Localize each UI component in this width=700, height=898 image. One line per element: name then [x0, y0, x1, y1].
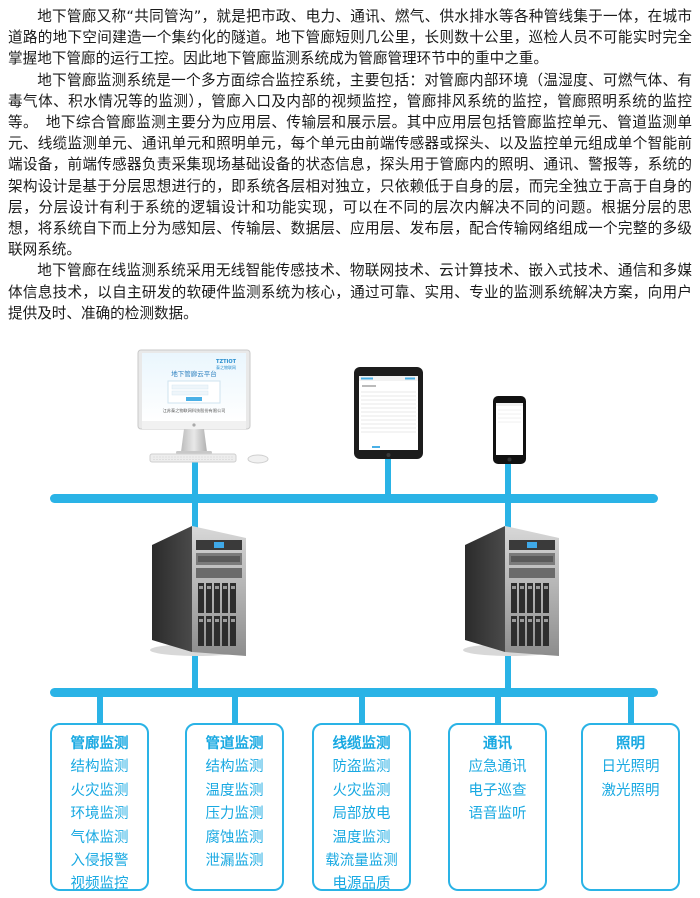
- category-item: 防盗监测: [332, 759, 391, 776]
- category-box-cable: 线缆监测 防盗监测 火灾监测 局部放电 温度监测 载流量监测 电源品质: [312, 723, 411, 892]
- category-item: 腐蚀监测: [205, 829, 264, 846]
- category-item: 视频监控: [70, 876, 129, 893]
- category-item: 火灾监测: [70, 782, 129, 799]
- category-item: 压力监测: [205, 806, 264, 823]
- category-box-pipe-gallery: 管廊监测 结构监测 火灾监测 环境监测 气体监测 入侵报警 视频监控: [50, 723, 149, 892]
- paragraph-1: 地下管廊又称“共同管沟”，就是把市政、电力、通讯、燃气、供水排水等各种管线集于一…: [8, 8, 692, 68]
- category-item: 温度监测: [332, 829, 391, 846]
- category-item: 激光照明: [601, 782, 660, 799]
- category-title: 线缆监测: [332, 736, 391, 752]
- keyboard-icon: [149, 453, 237, 463]
- tower-server-icon: [150, 526, 246, 656]
- category-title: 管廊监测: [70, 736, 129, 752]
- category-item: 日光照明: [601, 759, 660, 776]
- tower-server-icon: [463, 526, 559, 656]
- category-item: 气体监测: [70, 829, 129, 846]
- category-title: 通讯: [483, 736, 512, 752]
- screen-title: 地下管廊云平台: [171, 369, 217, 378]
- category-item: 应急通讯: [468, 759, 527, 776]
- category-title: 管道监测: [205, 736, 264, 752]
- network-bus-bottom: [50, 656, 658, 725]
- category-item: 局部放电: [332, 806, 391, 823]
- category-item: 语音监听: [468, 806, 527, 823]
- category-box-pipeline: 管道监测 结构监测 温度监测 压力监测 腐蚀监测 泄漏监测: [185, 723, 284, 891]
- paragraph-3: 地下管廊在线监测系统采用无线智能传感技术、物联网技术、云计算技术、嵌入式技术、通…: [8, 262, 692, 322]
- category-item: 泄漏监测: [205, 853, 264, 870]
- category-item: 结构监测: [70, 759, 129, 776]
- desktop-monitor-icon: TZTIOT 泰之物联网 地下管廊云平台 江苏泰之物联网科技股份有限公司: [137, 349, 251, 454]
- category-item: 电子巡查: [468, 782, 527, 799]
- category-item: 入侵报警: [70, 853, 129, 870]
- category-item: 环境监测: [70, 806, 129, 823]
- category-title: 照明: [616, 736, 645, 752]
- tablet-icon: [354, 367, 423, 459]
- category-item: 电源品质: [332, 876, 391, 893]
- intro-text: 地下管廊又称“共同管沟”，就是把市政、电力、通讯、燃气、供水排水等各种管线集于一…: [8, 6, 692, 324]
- category-item: 火灾监测: [332, 782, 391, 799]
- mouse-icon: [247, 454, 269, 464]
- category-box-lighting: 照明 日光照明 激光照明: [581, 723, 680, 891]
- screen-brand-sub: 泰之物联网: [216, 364, 236, 370]
- category-item: 载流量监测: [325, 853, 398, 870]
- screen-company: 江苏泰之物联网科技股份有限公司: [163, 407, 226, 414]
- category-item: 结构监测: [205, 759, 264, 776]
- category-item: 温度监测: [205, 782, 264, 799]
- network-bus-top: [50, 459, 658, 532]
- screen-brand: TZTIOT: [216, 359, 237, 365]
- smartphone-icon: [493, 396, 526, 464]
- category-box-communication: 通讯 应急通讯 电子巡查 语音监听: [448, 723, 547, 891]
- paragraph-2: 地下管廊监测系统是一个多方面综合监控系统，主要包括：对管廊内部环境（温湿度、可燃…: [8, 71, 692, 259]
